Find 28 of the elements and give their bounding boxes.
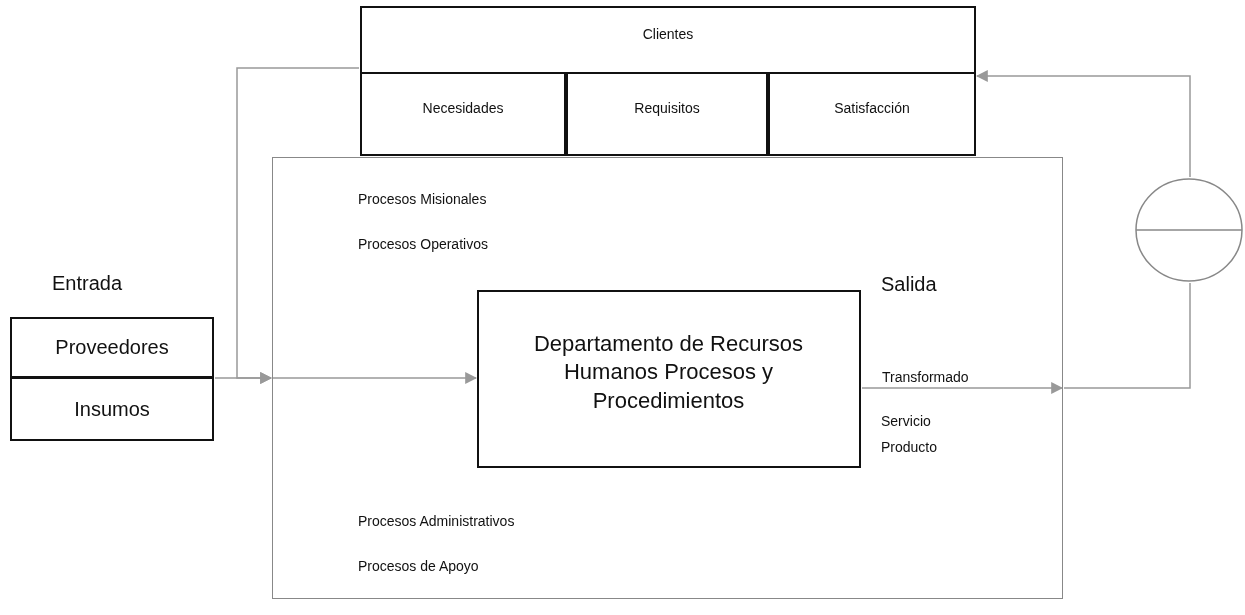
table-cell [566, 72, 768, 156]
node-label: Insumos [73, 398, 151, 421]
heading-text: Entrada [50, 272, 124, 295]
node-label: Requisitos [633, 100, 701, 116]
node-label: Necesidades [421, 100, 505, 116]
table-cell [768, 72, 976, 156]
node-label: Proveedores [54, 336, 170, 359]
process-label: Procesos Operativos [358, 236, 488, 252]
arrow [861, 382, 1064, 394]
arrow [272, 372, 478, 384]
process-label: Salida [881, 273, 937, 296]
arrow [975, 70, 1191, 178]
process-box [272, 157, 1063, 599]
table-box [360, 6, 976, 156]
department-box [476, 289, 861, 468]
process-label: Procesos Administrativos [358, 513, 515, 529]
edge-label: Transformado [880, 369, 971, 385]
process-label: Procesos de Apoyo [358, 558, 479, 574]
process-label: Servicio [881, 413, 931, 429]
node-label: Clientes [641, 26, 695, 42]
arrow [236, 67, 360, 384]
process-label: Procesos Misionales [358, 191, 487, 207]
node-label: Satisfacción [833, 100, 911, 116]
process-label: Producto [881, 439, 938, 455]
node-label: Departamento de Recursos Humanos Procesos y Procedimientos [533, 329, 804, 415]
connector-line [1063, 282, 1191, 389]
table-cell [360, 72, 566, 156]
circle-cross-symbol [1135, 178, 1243, 282]
